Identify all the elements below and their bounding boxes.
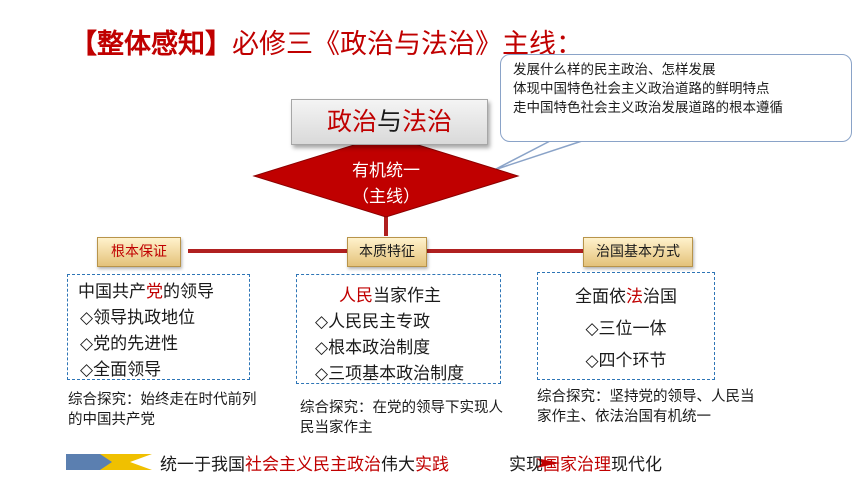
tag-left: 根本保证	[97, 237, 181, 267]
bottom-s4: 实践	[415, 455, 449, 475]
note-right: 综合探究：坚持党的领导、人民当家作主、依法治国有机统一	[537, 389, 755, 425]
diamond-line2: （主线）	[352, 187, 420, 207]
bottom-s2: 社会主义民主政治	[245, 455, 381, 475]
note-left: 综合探究：始终走在时代前列的中国共产党	[68, 392, 257, 428]
left-box-heading: 中国共产党的领导	[78, 279, 249, 305]
bottom-s7: 现代化	[611, 455, 662, 475]
diamond-label: 有机统一 （主线）	[316, 158, 456, 210]
callout-box: 发展什么样的民主政治、怎样发展 体现中国特色社会主义政治道路的鲜明特点 走中国特…	[500, 54, 852, 142]
bottom-summary: 统一于我国社会主义民主政治伟大实践 实现国家治理现代化	[160, 450, 662, 475]
diamond-line1: 有机统一	[352, 161, 420, 181]
right-heading-a: 全面依	[575, 287, 626, 307]
callout-line: 走中国特色社会主义政治发展道路的根本遵循	[513, 100, 783, 116]
right-heading-c: 治国	[643, 287, 677, 307]
left-box-item: ◇全面领导	[80, 360, 162, 380]
right-box-item: ◇三位一体	[585, 319, 667, 339]
middle-box-item: ◇根本政治制度	[315, 338, 431, 358]
middle-box-item: ◇三项基本政治制度	[315, 364, 465, 384]
right-box-heading: 全面依法治国	[538, 281, 714, 313]
left-heading-c: 的领导	[163, 282, 214, 302]
top-box-part2: 与	[376, 107, 402, 136]
bottom-red-arrow	[536, 458, 560, 468]
callout-line: 体现中国特色社会主义政治道路的鲜明特点	[513, 81, 770, 97]
middle-box-item: ◇人民民主专政	[315, 312, 431, 332]
right-heading-b: 法	[626, 287, 643, 307]
diamond-shape	[252, 134, 520, 218]
title-bracket: 【整体感知】	[70, 29, 232, 60]
left-heading-a: 中国共产	[78, 282, 146, 302]
left-box-item: ◇党的先进性	[80, 334, 179, 354]
top-title-box: 政治与法治	[291, 99, 488, 145]
middle-heading-a: 人民	[339, 286, 373, 306]
bottom-arrow-blue	[66, 454, 112, 470]
middle-box-heading: 人民当家作主	[315, 283, 500, 309]
callout-line: 发展什么样的民主政治、怎样发展	[513, 62, 716, 78]
bottom-s5: 实现	[509, 455, 543, 475]
top-box-part3: 法治	[402, 107, 453, 136]
right-content-box: 全面依法治国 ◇三位一体 ◇四个环节	[537, 272, 715, 380]
bottom-s6: 国家治理	[543, 455, 611, 475]
callout-tail	[493, 139, 586, 171]
left-heading-b: 党	[146, 282, 163, 302]
tag-right: 治国基本方式	[583, 237, 693, 267]
left-content-box: 中国共产党的领导 ◇领导执政地位 ◇党的先进性 ◇全面领导	[67, 274, 250, 380]
bottom-s3: 伟大	[381, 455, 415, 475]
top-box-part1: 政治	[326, 107, 377, 136]
right-box-item: ◇四个环节	[585, 351, 667, 371]
middle-heading-b: 当家作主	[373, 286, 441, 306]
bottom-s1: 统一于我国	[160, 455, 245, 475]
left-box-item: ◇领导执政地位	[80, 308, 196, 328]
middle-content-box: 人民当家作主 ◇人民民主专政 ◇根本政治制度 ◇三项基本政治制度	[296, 274, 501, 384]
note-middle: 综合探究：在党的领导下实现人民当家作主	[300, 400, 503, 436]
tag-middle: 本质特征	[347, 237, 427, 267]
